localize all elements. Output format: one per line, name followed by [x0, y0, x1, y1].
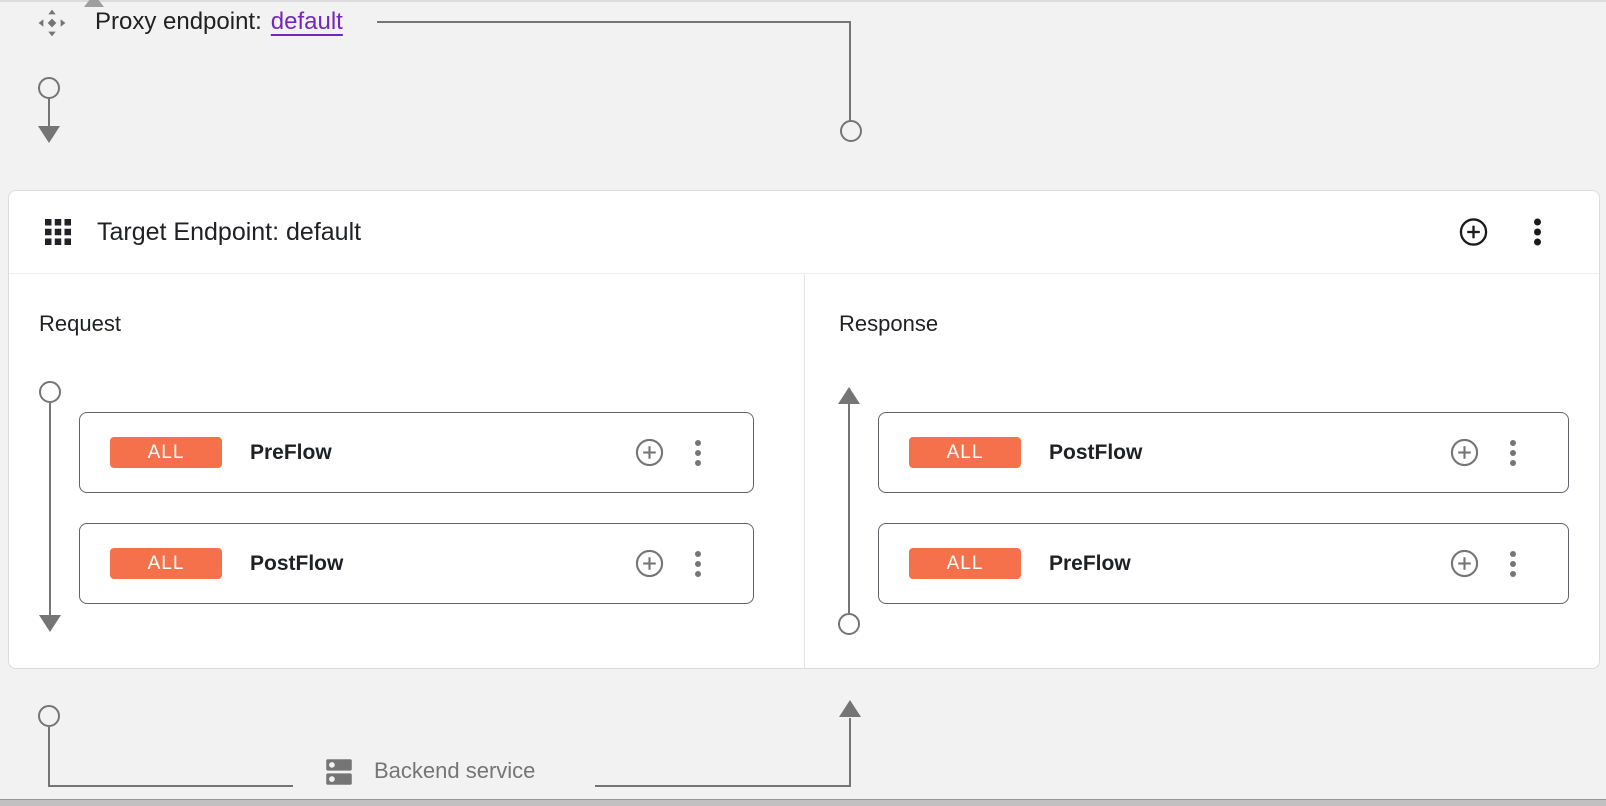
connector-endpoint-circle: [840, 120, 862, 142]
proxy-endpoint-row: Proxy endpoint: default: [95, 8, 343, 36]
request-flow-line: [49, 403, 51, 615]
plus-circle-icon[interactable]: [1450, 549, 1479, 578]
response-flow-line: [848, 404, 850, 613]
condition-badge: ALL: [110, 548, 222, 579]
proxy-endpoint-label: Proxy endpoint:: [95, 8, 262, 35]
connector-proxy-horizontal: [377, 21, 851, 23]
flow-name: PostFlow: [1049, 440, 1143, 464]
response-flow-arrow: [838, 387, 860, 404]
target-endpoint-title: Target Endpoint: default: [97, 217, 362, 246]
request-preflow-card[interactable]: ALL PreFlow: [79, 412, 754, 493]
flow-name: PreFlow: [1049, 551, 1131, 575]
plus-circle-icon[interactable]: [635, 549, 664, 578]
return-arrow: [839, 700, 861, 717]
condition-badge: ALL: [909, 548, 1021, 579]
request-start-circle: [39, 381, 61, 403]
return-line-horizontal: [595, 785, 851, 787]
return-line-vertical: [849, 718, 851, 787]
plus-circle-icon[interactable]: [635, 438, 664, 467]
request-response-divider: [804, 274, 805, 668]
request-flow-arrow: [39, 615, 61, 632]
inbound-start-circle: [38, 77, 60, 99]
proxy-endpoint-link[interactable]: default: [270, 8, 343, 35]
backend-service-label: Backend service: [374, 758, 536, 783]
kebab-menu-icon[interactable]: [1508, 549, 1518, 579]
plus-circle-icon[interactable]: [1450, 438, 1479, 467]
outbound-line-vertical: [48, 727, 50, 787]
target-endpoint-panel: Target Endpoint: default Request ALL Pre…: [8, 190, 1600, 669]
proxy-endpoint-icon: [38, 9, 66, 37]
kebab-menu-icon[interactable]: [693, 438, 703, 468]
bottom-divider: [0, 799, 1606, 806]
dns-server-icon: [326, 759, 352, 785]
condition-badge: ALL: [909, 437, 1021, 468]
grid-icon: [45, 219, 71, 245]
kebab-menu-icon[interactable]: [1508, 438, 1518, 468]
target-endpoint-header: Target Endpoint: default: [9, 191, 1599, 274]
condition-badge: ALL: [110, 437, 222, 468]
flow-name: PostFlow: [250, 551, 344, 575]
response-heading: Response: [839, 311, 939, 336]
response-start-circle: [838, 613, 860, 635]
kebab-menu-icon[interactable]: [1532, 217, 1543, 248]
inbound-line: [48, 98, 50, 126]
inbound-arrow: [38, 126, 60, 143]
top-divider: [0, 0, 1606, 2]
clipped-arrow-tip: [84, 0, 104, 7]
plus-circle-icon[interactable]: [1459, 218, 1488, 247]
response-preflow-card[interactable]: ALL PreFlow: [878, 523, 1569, 604]
outbound-line-horizontal: [48, 785, 293, 787]
request-heading: Request: [39, 311, 121, 336]
request-postflow-card[interactable]: ALL PostFlow: [79, 523, 754, 604]
kebab-menu-icon[interactable]: [693, 549, 703, 579]
response-postflow-card[interactable]: ALL PostFlow: [878, 412, 1569, 493]
flow-name: PreFlow: [250, 440, 332, 464]
connector-proxy-vertical: [849, 21, 851, 121]
outbound-start-circle: [38, 705, 60, 727]
